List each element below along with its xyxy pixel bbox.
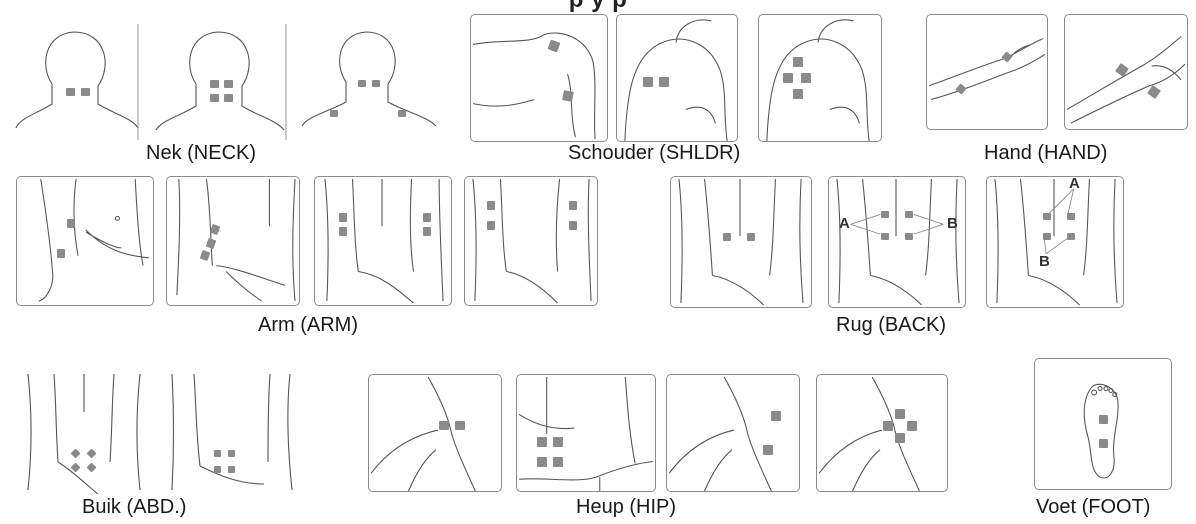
shoulder-caption: Schouder (SHLDR) [568, 142, 740, 165]
hip-caption: Heup (HIP) [576, 496, 676, 519]
arm-panel-4 [464, 176, 598, 306]
hip-panel-4 [816, 374, 948, 492]
hand-panel-2 [1064, 14, 1188, 130]
hip-panel-1 [368, 374, 502, 492]
hip-panel-2 [516, 374, 656, 492]
neck-panel-3 [300, 14, 438, 142]
back-panel-1 [670, 176, 812, 308]
shoulder-panel-3 [758, 14, 882, 142]
arm-panel-2 [166, 176, 300, 306]
marker-b-vertical: B [1039, 253, 1050, 270]
marker-b: B [947, 215, 958, 232]
neck-panel-2 [152, 14, 288, 142]
foot-caption: Voet (FOOT) [1036, 496, 1150, 519]
hip-panel-3 [666, 374, 800, 492]
back-panel-3: A B [986, 176, 1124, 308]
back-panel-2: A B [828, 176, 966, 308]
abdomen-panel-2 [164, 372, 298, 494]
hand-caption: Hand (HAND) [984, 142, 1107, 165]
shoulder-panel-1 [470, 14, 608, 142]
cropped-heading: p y p [0, 0, 1196, 14]
abdomen-panel-1 [14, 372, 154, 494]
arm-caption: Arm (ARM) [258, 314, 358, 337]
neck-caption: Nek (NECK) [146, 142, 256, 165]
foot-panel [1034, 358, 1172, 490]
abdomen-caption: Buik (ABD.) [82, 496, 186, 519]
back-caption: Rug (BACK) [836, 314, 946, 337]
shoulder-panel-2 [616, 14, 738, 142]
arm-panel-3 [314, 176, 452, 306]
marker-a-vertical: A [1069, 176, 1080, 192]
hand-panel-1 [926, 14, 1048, 130]
marker-a: A [839, 215, 850, 232]
neck-panel-1 [14, 14, 140, 142]
arm-panel-1 [16, 176, 154, 306]
